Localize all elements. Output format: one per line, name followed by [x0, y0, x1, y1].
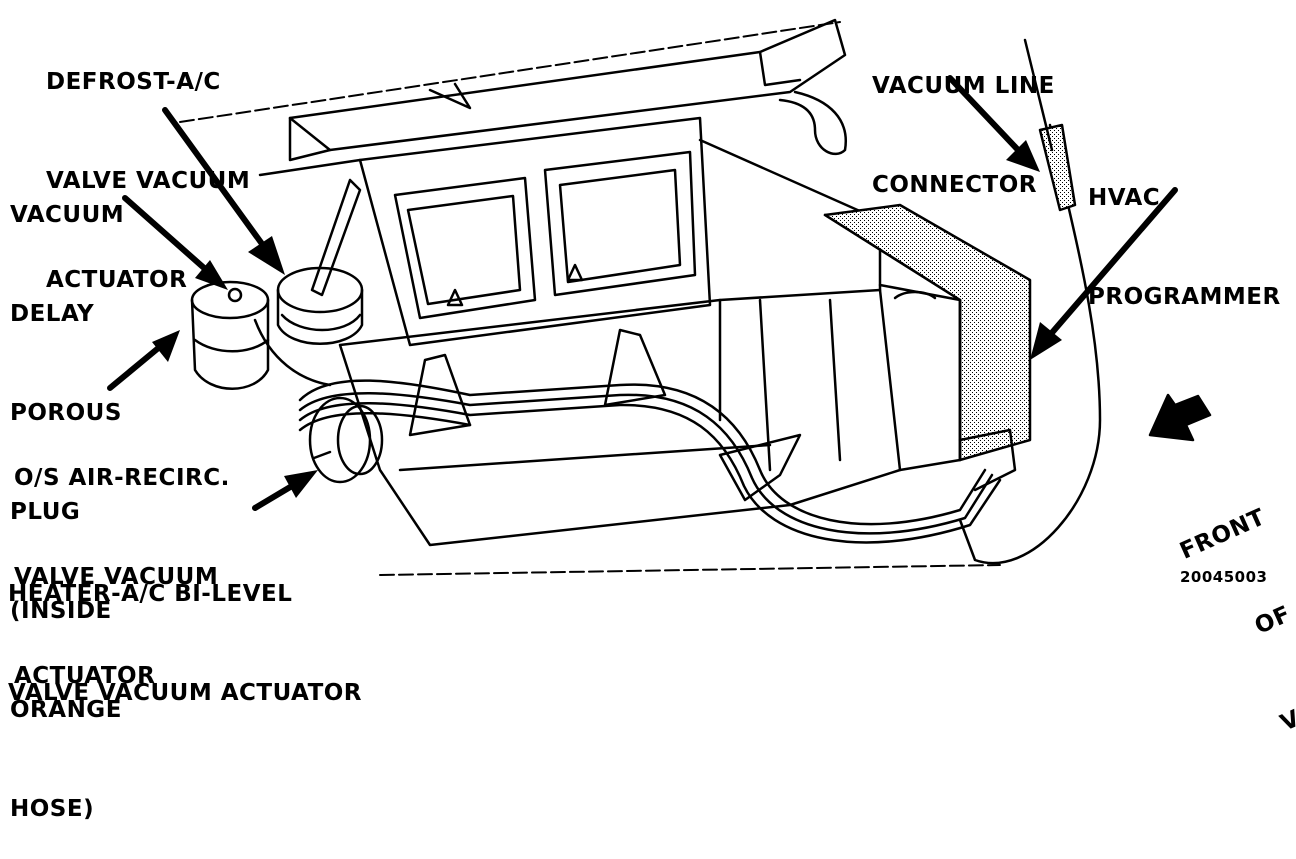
case-front-face — [358, 116, 712, 347]
vacuum-line — [958, 123, 1102, 565]
label-heater-ac-bilevel: HEATER-A/C BI-LEVEL VALVE VACUUM ACTUATO… — [8, 581, 363, 706]
arrow-os-recirc — [107, 342, 165, 391]
hvac-programmer-box — [823, 203, 1032, 462]
bilevel-actuator — [308, 396, 372, 484]
arrow-vacuum-delay — [122, 195, 215, 278]
arrow-programmer — [1047, 187, 1178, 338]
cutoff-line-bottom — [379, 564, 1001, 576]
label-front-of-vehicle: FRONT OF VEHICLE — [1176, 504, 1296, 737]
hose-bracket-left — [408, 353, 472, 437]
defrost-actuator — [276, 266, 364, 314]
case-opening-right — [543, 150, 697, 297]
vacuum-hose-bundle — [298, 379, 987, 526]
cutoff-line-top — [179, 21, 841, 123]
label-vacuum-line-connector: VACUUM LINE CONNECTOR — [872, 73, 1055, 198]
hose-bracket-right — [718, 433, 802, 502]
case-body — [338, 288, 902, 547]
hvac-module-illustration — [107, 18, 1212, 576]
arrow-vacuum-line — [947, 75, 1023, 155]
front-arrow-icon — [1148, 393, 1212, 442]
figure-number: 20045003 — [1180, 568, 1268, 586]
duct-tube — [778, 90, 848, 156]
arrow-defrost — [162, 107, 268, 251]
label-defrost-ac: DEFROST-A/C VALVE VACUUM ACTUATOR — [46, 69, 251, 293]
case-opening-left — [393, 176, 537, 320]
hose-bracket-center — [603, 328, 667, 407]
upper-plenum — [288, 18, 847, 152]
label-hvac-programmer: HVAC PROGRAMMER — [1088, 185, 1281, 310]
